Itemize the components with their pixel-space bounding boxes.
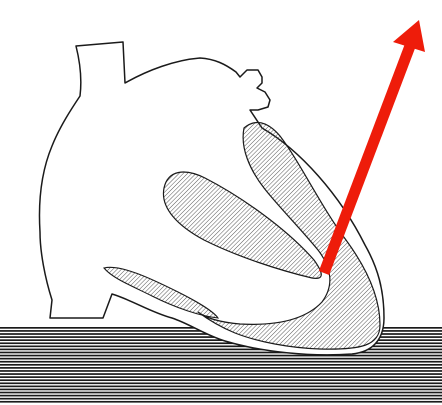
surface-stripe [0, 373, 442, 375]
surface-stripe [0, 386, 442, 388]
surface-stripe [0, 401, 442, 403]
surface-stripe [0, 370, 442, 372]
surface-stripe [0, 345, 442, 347]
surface-stripe [0, 392, 442, 394]
surface-stripe [0, 367, 442, 369]
surface-stripe [0, 361, 442, 363]
surface-stripe [0, 355, 442, 357]
surface-stripe [0, 376, 442, 378]
surface-stripe [0, 352, 442, 354]
surface-stripe [0, 379, 442, 381]
surface-stripe [0, 398, 442, 400]
surface-stripe [0, 389, 442, 391]
surface-stripe [0, 395, 442, 397]
surface-stripe [0, 382, 442, 384]
red-arrow [324, 20, 425, 273]
surface-stripe [0, 358, 442, 360]
surface-stripe [0, 364, 442, 366]
surface-stripe [0, 349, 442, 351]
